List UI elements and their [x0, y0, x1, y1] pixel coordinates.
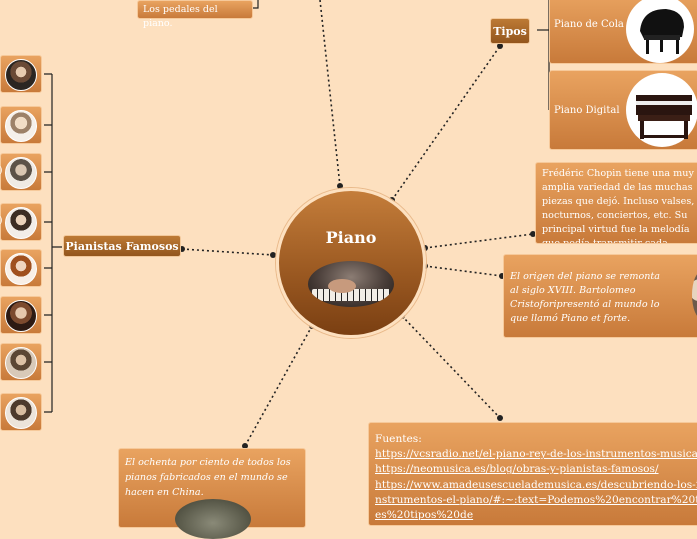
- pedals-note-text: Los pedales del piano.: [143, 4, 218, 29]
- tipo-piano-digital-label: Piano Digital: [554, 105, 620, 116]
- pedals-note[interactable]: Los pedales del piano.: [137, 0, 253, 29]
- fuentes-note[interactable]: Fuentes: https://vcsradio.net/el-piano-r…: [368, 422, 697, 526]
- pianistas-famosos-label[interactable]: Pianistas Famosos: [63, 235, 181, 257]
- origin-note[interactable]: El origen del piano se remonta al siglo …: [503, 254, 697, 338]
- portrait-pianist-4-icon: [5, 207, 37, 239]
- cristofori-portrait-icon: [692, 271, 697, 319]
- portrait-pianist-5[interactable]: [0, 249, 42, 287]
- portrait-beethoven-icon: [5, 59, 37, 91]
- portrait-beethoven[interactable]: [0, 55, 42, 93]
- source-link-1[interactable]: https://vcsradio.net/el-piano-rey-de-los…: [375, 448, 697, 461]
- portrait-pianist-3[interactable]: ): [0, 153, 42, 191]
- tipos-label[interactable]: Tipos: [490, 18, 530, 44]
- portrait-pianist-5-icon: [5, 253, 37, 285]
- portrait-mozart-icon: [5, 110, 37, 142]
- digital-piano-icon: [626, 73, 697, 147]
- central-title: Piano: [325, 228, 377, 247]
- china-note-text: El ochenta por ciento de todos los piano…: [125, 457, 291, 498]
- portrait-pianist-3-icon: [5, 157, 37, 189]
- tipo-piano-digital[interactable]: Piano Digital: [549, 70, 697, 150]
- tipo-piano-de-cola[interactable]: Piano de Cola: [549, 0, 697, 64]
- portrait-pianist-8-icon: [5, 397, 37, 429]
- pianistas-famosos-label-text: Pianistas Famosos: [65, 239, 179, 253]
- piano-factory-image: [175, 499, 251, 539]
- portrait-pianist-7[interactable]: [0, 343, 42, 381]
- central-topic-piano[interactable]: Piano: [276, 188, 426, 338]
- tipos-label-text: Tipos: [493, 24, 527, 38]
- portrait-pianist-6-icon: [5, 300, 37, 332]
- china-note[interactable]: El ochenta por ciento de todos los piano…: [118, 448, 306, 539]
- portrait-pianist-6[interactable]: [0, 296, 42, 334]
- grand-piano-icon: [626, 0, 694, 63]
- piano-hands-image: [308, 261, 394, 307]
- tipo-piano-de-cola-label: Piano de Cola: [554, 19, 624, 30]
- fuentes-label: Fuentes:: [375, 433, 422, 445]
- portrait-mozart[interactable]: [0, 106, 42, 144]
- origin-note-text: El origen del piano se remonta al siglo …: [510, 271, 661, 324]
- source-link-3[interactable]: https://www.amadeusescuelademusica.es/de…: [375, 478, 697, 522]
- chopin-note[interactable]: Frédéric Chopin tiene una muy amplia var…: [535, 162, 697, 244]
- portrait-pianist-4-text: ): [0, 216, 3, 226]
- portrait-pianist-8[interactable]: [0, 393, 42, 431]
- portrait-pianist-4[interactable]: ): [0, 203, 42, 241]
- chopin-note-text: Frédéric Chopin tiene una muy amplia var…: [542, 168, 695, 244]
- source-link-2[interactable]: https://neomusica.es/blog/obras-y-pianis…: [375, 463, 659, 476]
- portrait-pianist-7-icon: [5, 347, 37, 379]
- portrait-pianist-3-text: ): [0, 166, 3, 176]
- connector-lines: [44, 0, 553, 449]
